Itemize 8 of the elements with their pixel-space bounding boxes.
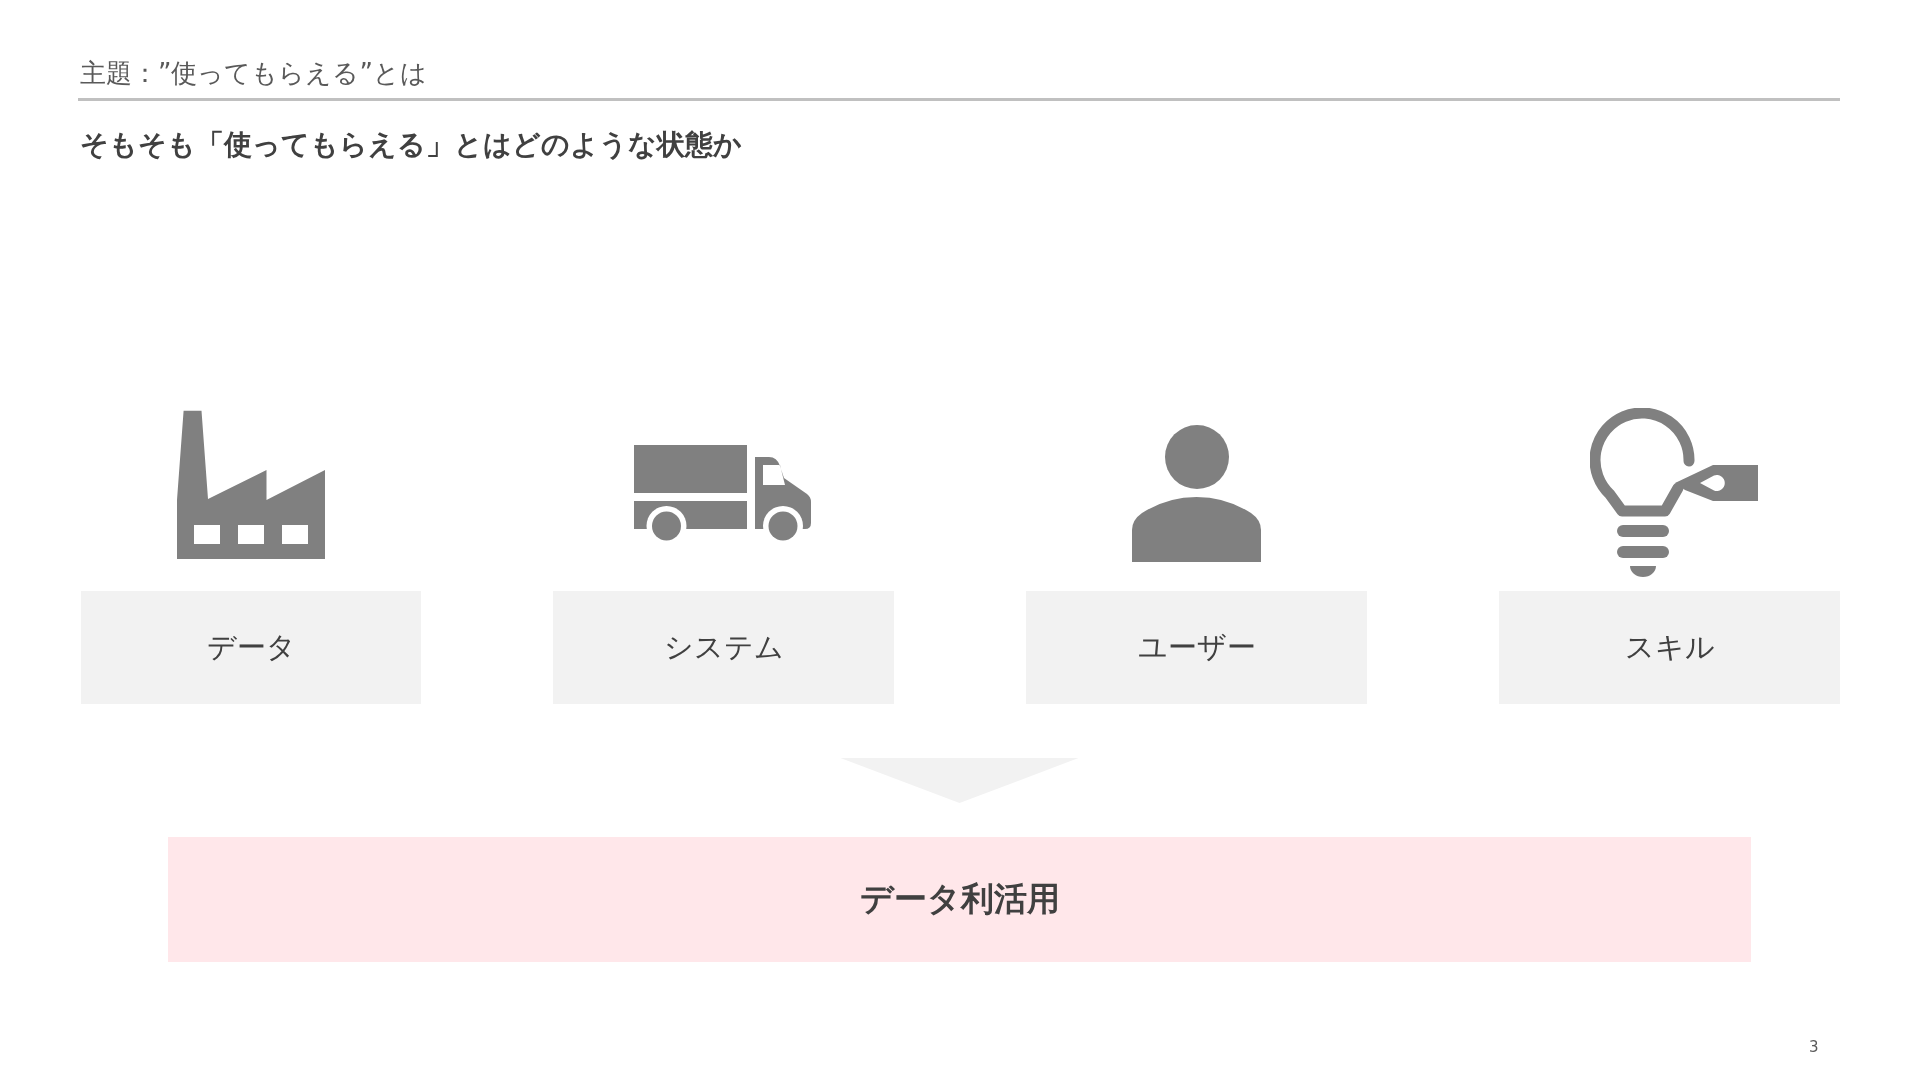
category-box: ユーザー (1026, 591, 1367, 704)
category-box: データ (81, 591, 421, 704)
category-box: スキル (1499, 591, 1840, 704)
slide-title: 主題：”使ってもらえる”とは (80, 57, 427, 90)
result-box: データ利活用 (168, 837, 1751, 962)
slide-subtitle: そもそも「使ってもらえる」とはどのような状態か (80, 127, 742, 163)
category-box: システム (553, 591, 894, 704)
page-number: 3 (1809, 1037, 1819, 1057)
